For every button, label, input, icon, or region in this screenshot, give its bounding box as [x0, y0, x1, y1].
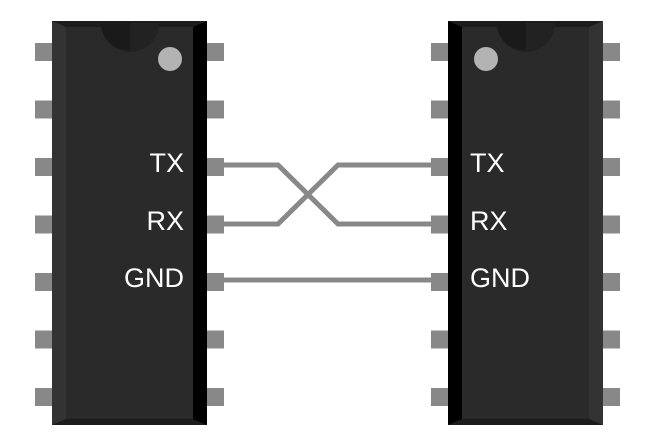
right-gnd-label: GND	[470, 263, 530, 293]
right-chip-shadow-left	[448, 21, 462, 425]
wire-left-rx-to-right-tx	[224, 162, 440, 227]
left-chip-bevel-left	[52, 21, 66, 425]
left-gnd-label: GND	[124, 263, 184, 293]
right-chip-notch-shade	[496, 23, 526, 51]
right-rx-label: RX	[470, 206, 508, 236]
left-chip-body	[52, 21, 207, 425]
right-chip-bevel-right	[589, 21, 603, 425]
wires	[224, 162, 440, 283]
right-chip: TX RX GND	[431, 21, 620, 425]
right-tx-label: TX	[470, 148, 505, 178]
right-chip-body	[448, 21, 603, 425]
pin1-indicator-dot	[158, 47, 182, 71]
left-chip: TX RX GND	[35, 21, 224, 425]
left-rx-label: RX	[146, 206, 184, 236]
left-chip-notch-shade	[100, 23, 130, 51]
pin1-indicator-dot	[474, 47, 498, 71]
left-chip-bevel-bottom	[52, 419, 207, 425]
left-tx-label: TX	[149, 148, 184, 178]
right-chip-bevel-bottom	[448, 419, 603, 425]
left-chip-shadow-right	[193, 21, 207, 425]
